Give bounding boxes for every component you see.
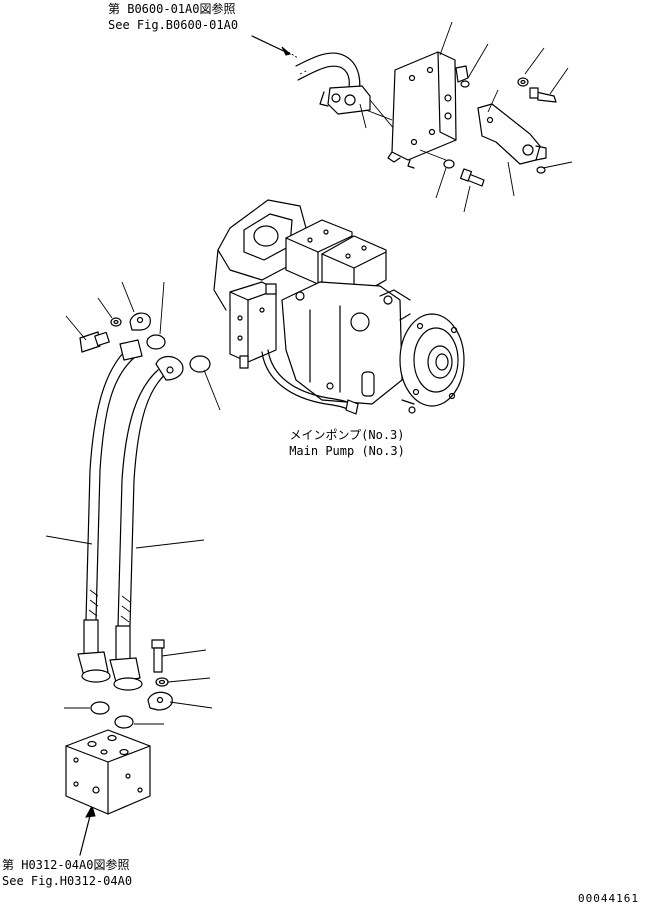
pump-label-en: Main Pump (No.3) (289, 444, 405, 458)
hose-leader-lines (45, 535, 205, 549)
upper-clamp-parts (65, 281, 221, 411)
lower-clamp-parts (64, 639, 213, 729)
bottom-reference-en: See Fig.H0312-04A0 (2, 874, 133, 888)
top-small-parts (419, 77, 557, 187)
top-reference-arrow (251, 35, 299, 59)
top-reference-en: See Fig.B0600-01A0 (108, 18, 239, 32)
mounting-plate (365, 51, 469, 169)
top-leader-lines (359, 21, 573, 213)
lower-valve-block (65, 729, 151, 815)
drawing-number: 00044161 (578, 892, 639, 905)
bottom-reference-arrow (79, 804, 96, 856)
pump-label-ja: メインポンプ(No.3) (289, 428, 405, 442)
hose-left (77, 339, 143, 683)
bottom-reference-ja: 第 H0312-04A0図参照 (2, 858, 130, 872)
hose-right (109, 355, 184, 691)
main-pump (213, 199, 465, 415)
top-reference-ja: 第 B0600-01A0図参照 (108, 2, 236, 16)
side-bracket (477, 103, 547, 165)
pipe-clamp-bracket (319, 85, 396, 131)
